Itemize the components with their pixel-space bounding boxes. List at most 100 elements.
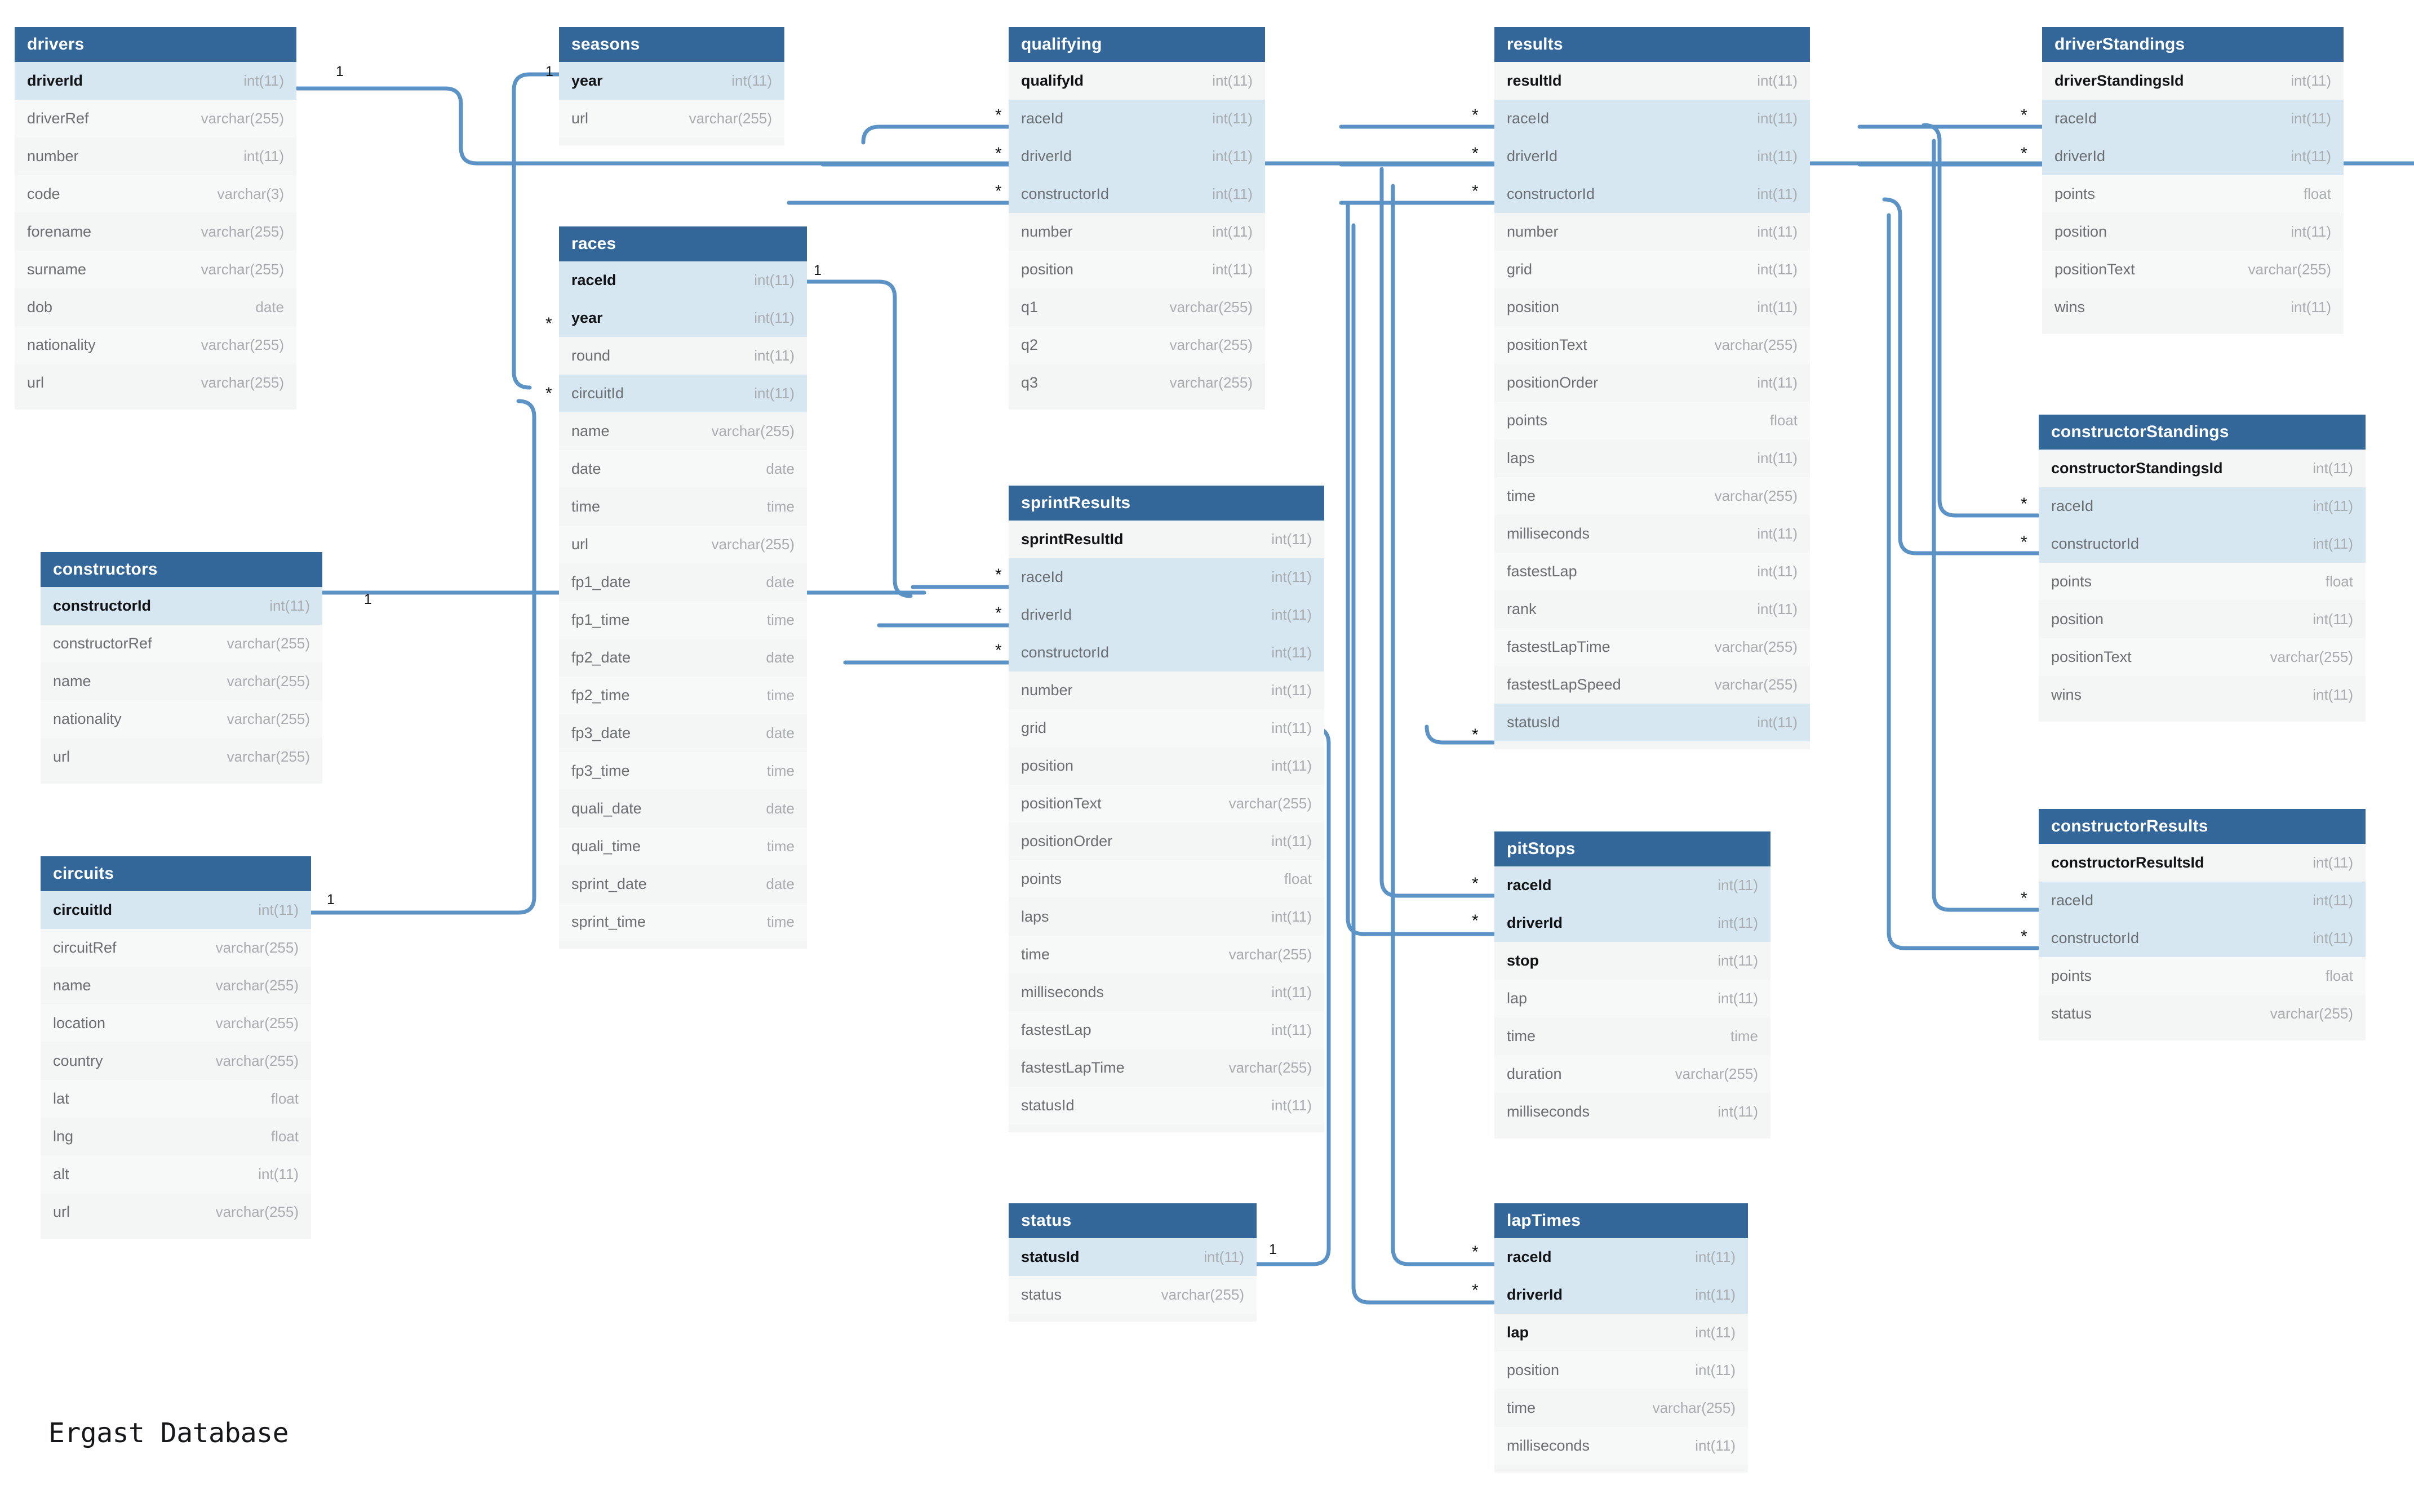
field-row[interactable]: fp2_timetime xyxy=(559,677,807,714)
field-row[interactable]: pointsfloat xyxy=(2039,957,2366,995)
entity-drivers[interactable]: driversdriverIdint(11)driverRefvarchar(2… xyxy=(15,27,296,410)
field-row[interactable]: urlvarchar(255) xyxy=(15,364,296,402)
field-row[interactable]: driverIdint(11) xyxy=(1009,596,1324,634)
field-row[interactable]: driverStandingsIdint(11) xyxy=(2042,62,2344,100)
field-row[interactable]: positionint(11) xyxy=(1494,1351,1748,1389)
field-row[interactable]: positionint(11) xyxy=(1009,747,1324,785)
field-row[interactable]: surnamevarchar(255) xyxy=(15,251,296,288)
entity-constructorStandings[interactable]: constructorStandingsconstructorStandings… xyxy=(2039,415,2366,722)
field-row[interactable]: statusIdint(11) xyxy=(1009,1087,1324,1124)
field-row[interactable]: namevarchar(255) xyxy=(41,662,322,700)
field-row[interactable]: positionint(11) xyxy=(1494,288,1810,326)
entity-sprintResults[interactable]: sprintResultssprintResultIdint(11)raceId… xyxy=(1009,486,1324,1132)
field-row[interactable]: stopint(11) xyxy=(1494,942,1770,980)
field-row[interactable]: constructorIdint(11) xyxy=(2039,525,2366,563)
field-row[interactable]: statusIdint(11) xyxy=(1494,704,1810,741)
field-row[interactable]: statusvarchar(255) xyxy=(1009,1276,1257,1314)
field-row[interactable]: millisecondsint(11) xyxy=(1009,973,1324,1011)
field-row[interactable]: lapint(11) xyxy=(1494,980,1770,1017)
field-row[interactable]: roundint(11) xyxy=(559,337,807,375)
field-row[interactable]: sprint_timetime xyxy=(559,903,807,941)
entity-constructorResults[interactable]: constructorResultsconstructorResultsIdin… xyxy=(2039,809,2366,1040)
field-row[interactable]: constructorResultsIdint(11) xyxy=(2039,844,2366,882)
field-row[interactable]: pointsfloat xyxy=(2039,563,2366,601)
field-row[interactable]: constructorIdint(11) xyxy=(41,587,322,625)
field-row[interactable]: raceIdint(11) xyxy=(1494,100,1810,137)
field-row[interactable]: positionTextvarchar(255) xyxy=(1009,785,1324,822)
field-row[interactable]: latfloat xyxy=(41,1080,311,1118)
field-row[interactable]: pointsfloat xyxy=(2042,175,2344,213)
field-row[interactable]: positionTextvarchar(255) xyxy=(2039,638,2366,676)
field-row[interactable]: winsint(11) xyxy=(2039,676,2366,714)
field-row[interactable]: nationalityvarchar(255) xyxy=(15,326,296,364)
field-row[interactable]: pointsfloat xyxy=(1009,860,1324,898)
field-row[interactable]: resultIdint(11) xyxy=(1494,62,1810,100)
field-row[interactable]: circuitRefvarchar(255) xyxy=(41,929,311,967)
field-row[interactable]: millisecondsint(11) xyxy=(1494,1427,1748,1465)
field-row[interactable]: circuitIdint(11) xyxy=(41,891,311,929)
field-row[interactable]: raceIdint(11) xyxy=(1494,866,1770,904)
field-row[interactable]: durationvarchar(255) xyxy=(1494,1055,1770,1093)
field-row[interactable]: raceIdint(11) xyxy=(1494,1238,1748,1276)
field-row[interactable]: positionint(11) xyxy=(2039,601,2366,638)
field-row[interactable]: qualifyIdint(11) xyxy=(1009,62,1265,100)
field-row[interactable]: fp1_timetime xyxy=(559,601,807,639)
field-row[interactable]: fastestLapSpeedvarchar(255) xyxy=(1494,666,1810,704)
field-row[interactable]: locationvarchar(255) xyxy=(41,1004,311,1042)
field-row[interactable]: sprint_datedate xyxy=(559,865,807,903)
field-row[interactable]: urlvarchar(255) xyxy=(559,100,784,137)
field-row[interactable]: pointsfloat xyxy=(1494,402,1810,439)
field-row[interactable]: millisecondsint(11) xyxy=(1494,515,1810,553)
field-row[interactable]: fastestLapTimevarchar(255) xyxy=(1009,1049,1324,1087)
field-row[interactable]: raceIdint(11) xyxy=(2042,100,2344,137)
field-row[interactable]: numberint(11) xyxy=(1494,213,1810,251)
field-row[interactable]: raceIdint(11) xyxy=(1009,100,1265,137)
entity-driverStandings[interactable]: driverStandingsdriverStandingsIdint(11)r… xyxy=(2042,27,2344,334)
field-row[interactable]: fastestLapTimevarchar(255) xyxy=(1494,628,1810,666)
field-row[interactable]: dobdate xyxy=(15,288,296,326)
field-row[interactable]: numberint(11) xyxy=(1009,213,1265,251)
field-row[interactable]: urlvarchar(255) xyxy=(559,526,807,563)
field-row[interactable]: nationalityvarchar(255) xyxy=(41,700,322,738)
entity-constructors[interactable]: constructorsconstructorIdint(11)construc… xyxy=(41,552,322,784)
field-row[interactable]: numberint(11) xyxy=(15,137,296,175)
field-row[interactable]: constructorIdint(11) xyxy=(1009,634,1324,671)
field-row[interactable]: positionint(11) xyxy=(1009,251,1265,288)
field-row[interactable]: constructorIdint(11) xyxy=(1494,175,1810,213)
field-row[interactable]: driverIdint(11) xyxy=(1494,1276,1748,1314)
field-row[interactable]: driverIdint(11) xyxy=(1494,904,1770,942)
field-row[interactable]: timevarchar(255) xyxy=(1494,1389,1748,1427)
field-row[interactable]: q2varchar(255) xyxy=(1009,326,1265,364)
field-row[interactable]: statusIdint(11) xyxy=(1009,1238,1257,1276)
field-row[interactable]: driverIdint(11) xyxy=(15,62,296,100)
entity-races[interactable]: racesraceIdint(11)yearint(11)roundint(11… xyxy=(559,226,807,949)
field-row[interactable]: sprintResultIdint(11) xyxy=(1009,521,1324,558)
field-row[interactable]: lapint(11) xyxy=(1494,1314,1748,1351)
field-row[interactable]: positionTextvarchar(255) xyxy=(2042,251,2344,288)
entity-pitStops[interactable]: pitStopsraceIdint(11)driverIdint(11)stop… xyxy=(1494,831,1770,1139)
field-row[interactable]: positionOrderint(11) xyxy=(1009,822,1324,860)
field-row[interactable]: yearint(11) xyxy=(559,299,807,337)
field-row[interactable]: millisecondsint(11) xyxy=(1494,1093,1770,1131)
field-row[interactable]: driverRefvarchar(255) xyxy=(15,100,296,137)
entity-lapTimes[interactable]: lapTimesraceIdint(11)driverIdint(11)lapi… xyxy=(1494,1203,1748,1473)
field-row[interactable]: quali_datedate xyxy=(559,790,807,828)
field-row[interactable]: altint(11) xyxy=(41,1155,311,1193)
field-row[interactable]: timevarchar(255) xyxy=(1494,477,1810,515)
field-row[interactable]: fastestLapint(11) xyxy=(1494,553,1810,590)
entity-status[interactable]: statusstatusIdint(11)statusvarchar(255) xyxy=(1009,1203,1257,1322)
field-row[interactable]: positionOrderint(11) xyxy=(1494,364,1810,402)
field-row[interactable]: constructorRefvarchar(255) xyxy=(41,625,322,662)
field-row[interactable]: datedate xyxy=(559,450,807,488)
field-row[interactable]: positionint(11) xyxy=(2042,213,2344,251)
field-row[interactable]: raceIdint(11) xyxy=(2039,487,2366,525)
field-row[interactable]: q1varchar(255) xyxy=(1009,288,1265,326)
field-row[interactable]: driverIdint(11) xyxy=(2042,137,2344,175)
field-row[interactable]: raceIdint(11) xyxy=(559,261,807,299)
field-row[interactable]: timevarchar(255) xyxy=(1009,936,1324,973)
field-row[interactable]: quali_timetime xyxy=(559,828,807,865)
field-row[interactable]: forenamevarchar(255) xyxy=(15,213,296,251)
field-row[interactable]: fp1_datedate xyxy=(559,563,807,601)
field-row[interactable]: lapsint(11) xyxy=(1009,898,1324,936)
field-row[interactable]: lngfloat xyxy=(41,1118,311,1155)
